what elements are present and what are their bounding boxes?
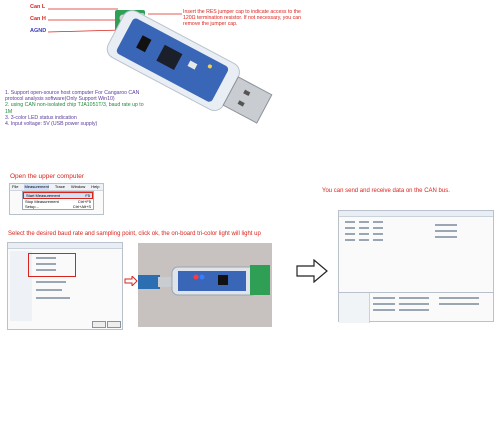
menu-window[interactable]: Window: [71, 184, 86, 189]
pin-label-can-h: Can H: [30, 16, 46, 22]
feature-item-4: 4. Input voltage: 5V (USB power supply): [5, 121, 98, 128]
dialog-left-tree: [10, 251, 32, 321]
dropdown-stop[interactable]: Stop Measurement Ctrl+F5: [25, 199, 91, 204]
pin-label-agnd: AGND: [30, 28, 47, 34]
menubar: File Measurement Trace Window Help: [10, 184, 103, 191]
right-arrow-icon: [296, 259, 328, 283]
res-jumper-note: Insert the RES jumper cap to indicate ac…: [183, 9, 301, 28]
dropdown-start[interactable]: Start Measurement F5: [23, 192, 93, 199]
feature-item-1: 1. Support open-source host computer For…: [5, 90, 140, 103]
setup-dialog-screenshot: [7, 242, 123, 330]
message-list-screenshot: [338, 292, 494, 323]
trace-window-screenshot: [338, 210, 494, 296]
step-select-baud: Select the desired baud rate and samplin…: [8, 231, 261, 237]
menu-trace[interactable]: Trace: [54, 184, 65, 189]
device-lit-illustration: [138, 265, 270, 296]
device-lit-photo: [138, 243, 272, 327]
menu-help[interactable]: Help: [91, 184, 100, 189]
ok-button[interactable]: [92, 321, 106, 328]
menu-measurement[interactable]: Measurement: [24, 184, 49, 190]
pin-label-can-l: Can L: [30, 4, 46, 10]
feature-item-2: 2. using CAN non-isolated chip TJA1051T/…: [5, 102, 144, 115]
product-area: Can L Can H AGND Insert the RES jumper c…: [0, 0, 500, 165]
step-open-upper-computer: Open the upper computer: [10, 173, 85, 180]
measurement-dropdown: Start Measurement F5 Stop Measurement Ct…: [22, 191, 94, 210]
trace-table: [345, 221, 485, 261]
small-right-arrow-icon: [124, 276, 138, 286]
menu-screenshot: File Measurement Trace Window Help Start…: [9, 183, 104, 215]
menu-file[interactable]: File: [12, 184, 19, 189]
highlight-box: [28, 253, 76, 277]
step-send-receive: You can send and receive data on the CAN…: [322, 188, 450, 194]
feature-item-3: 3. 3-color LED status indication: [5, 114, 77, 121]
feature-list: 1. Support open-source host computer For…: [5, 90, 145, 127]
cancel-button[interactable]: [107, 321, 121, 328]
dropdown-setup[interactable]: Setup... Ctrl+Alt+S: [25, 204, 91, 209]
usb-can-adapter-illustration: [47, 8, 273, 124]
